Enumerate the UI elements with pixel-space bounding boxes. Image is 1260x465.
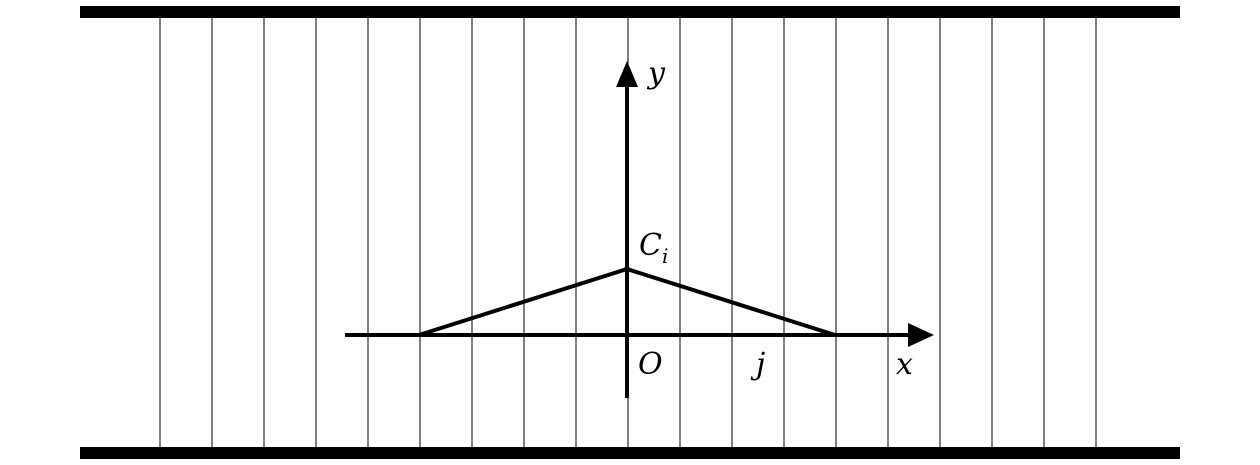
peak-point [624,266,630,272]
y-axis-arrowhead [616,61,638,87]
node-label: j [750,347,765,382]
x-axis-label: x [896,347,913,382]
peak-label-main: C [639,228,662,263]
origin-label: O [638,347,663,382]
strip-lines [159,18,1097,447]
bottom-boundary-bar [80,447,1180,459]
x-axis-arrowhead [908,323,934,347]
y-axis-label: y [646,56,666,91]
peak-label-subscript: i [662,244,668,268]
top-boundary-bar [80,6,1180,18]
peak-label: Ci [639,228,668,268]
